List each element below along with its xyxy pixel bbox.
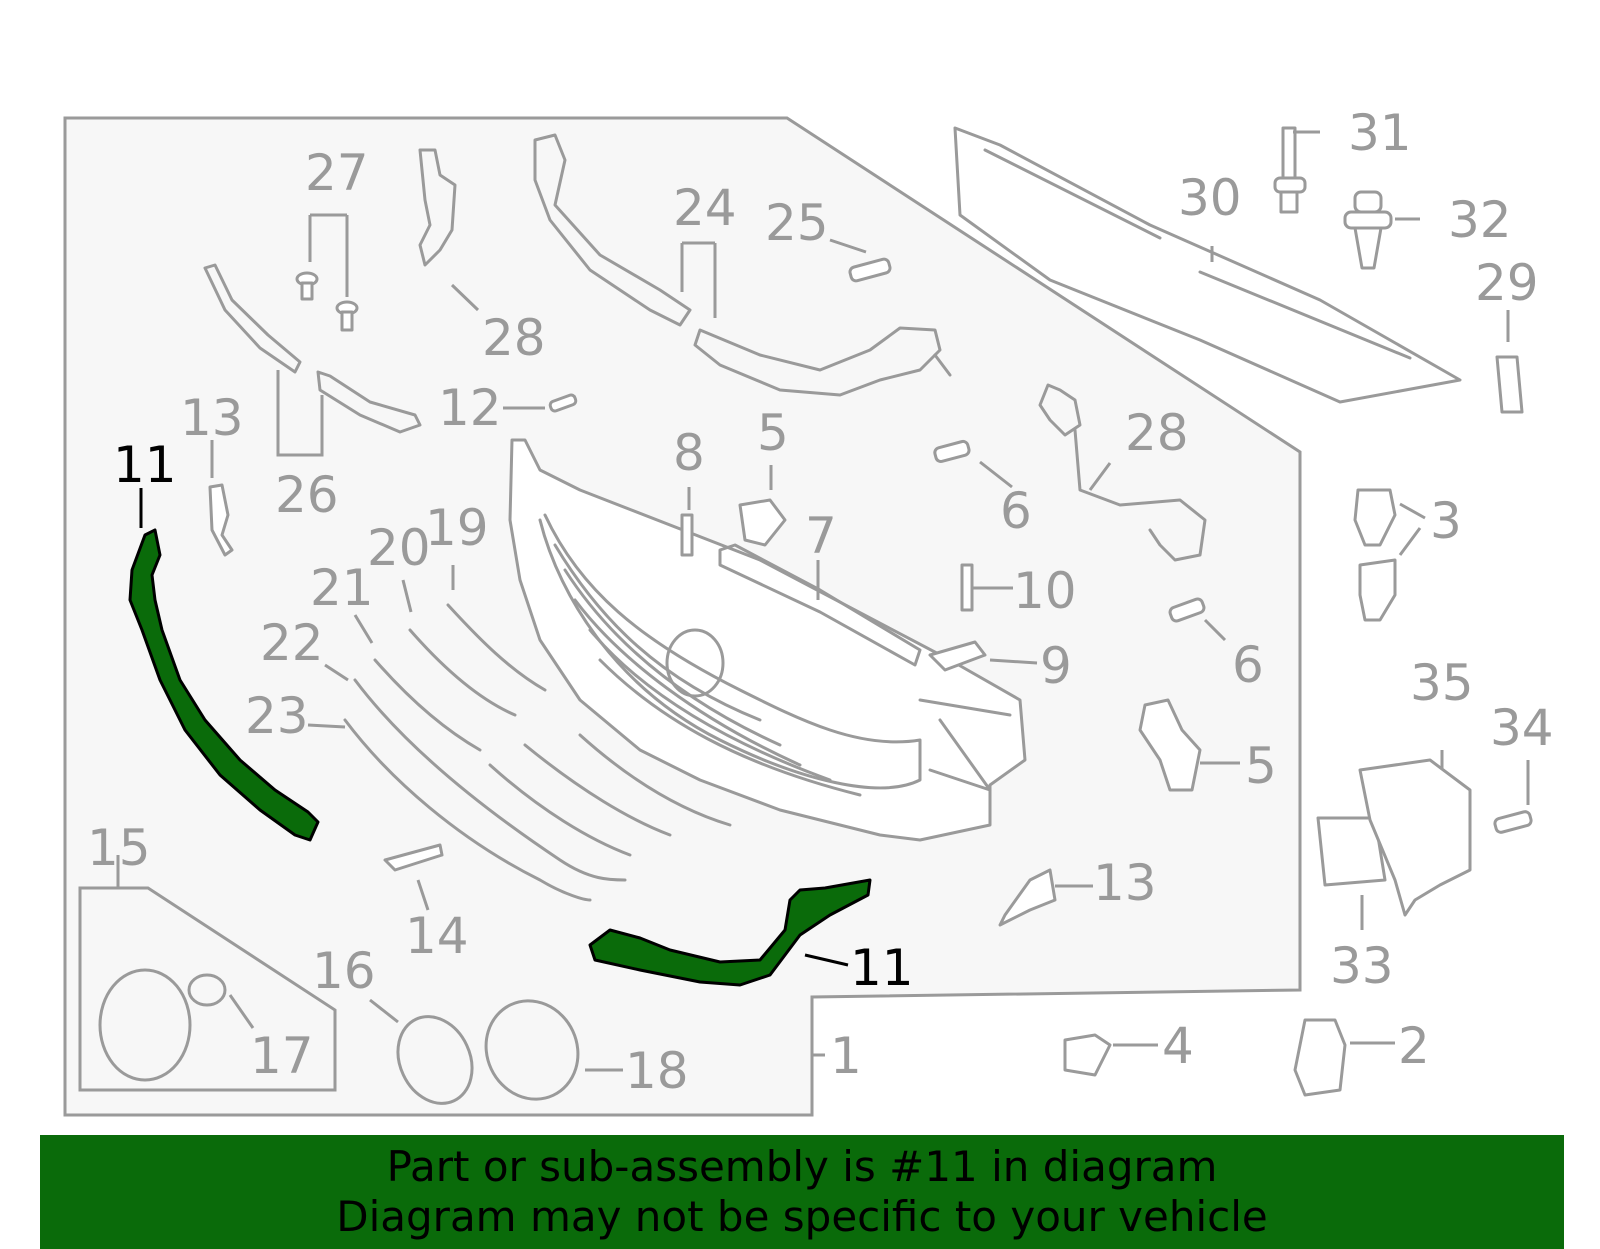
callout-24: 24 <box>673 179 737 237</box>
banner-line-1: Part or sub-assembly is #11 in diagram <box>386 1142 1218 1191</box>
callout-20: 20 <box>367 519 431 577</box>
callout-3: 3 <box>1430 492 1462 550</box>
grille-strip-part <box>718 543 922 667</box>
info-banner: Part or sub-assembly is #11 in diagram D… <box>40 1135 1564 1249</box>
leader-lines <box>116 130 1530 1072</box>
callout-12: 12 <box>438 379 502 437</box>
callout-4: 4 <box>1162 1017 1194 1075</box>
harness-bracket-part <box>1038 383 1207 562</box>
callout-10: 10 <box>1013 562 1077 620</box>
callout-16: 16 <box>312 942 376 1000</box>
callout-13-left: 13 <box>180 389 244 447</box>
callout-26: 26 <box>275 466 339 524</box>
callout-5-upper: 5 <box>757 404 789 462</box>
side-bracket-part <box>203 263 422 434</box>
callout-9: 9 <box>1040 637 1072 695</box>
callout-8: 8 <box>673 424 705 482</box>
callout-31: 31 <box>1348 104 1412 162</box>
banner-line-2: Diagram may not be specific to your vehi… <box>336 1192 1268 1241</box>
radiator-grille-part <box>508 438 1027 842</box>
pin-fastener-part <box>1273 126 1307 214</box>
callout-15: 15 <box>87 819 151 877</box>
callout-11-right: 11 <box>850 939 914 997</box>
callout-5-lower: 5 <box>1245 737 1277 795</box>
upper-bracket-part <box>533 133 952 397</box>
callout-35: 35 <box>1410 654 1474 712</box>
small-fasteners-part <box>208 257 1533 1097</box>
callout-6-upper: 6 <box>1000 482 1032 540</box>
emblem-parts <box>98 968 580 1105</box>
highlighted-part-11 <box>128 528 872 987</box>
callout-34: 34 <box>1490 699 1554 757</box>
callout-labels: 1 2 3 4 5 5 6 6 7 8 9 10 11 11 12 13 13 … <box>87 104 1554 1100</box>
pad-part <box>1495 355 1524 414</box>
push-clip-part <box>1343 190 1393 270</box>
emblem-subpanel <box>78 886 337 1092</box>
callout-17: 17 <box>250 1027 314 1085</box>
callout-27: 27 <box>305 144 369 202</box>
callout-22: 22 <box>260 614 324 672</box>
callout-11-left: 11 <box>113 436 177 494</box>
callout-13-right: 13 <box>1093 854 1157 912</box>
callout-33: 33 <box>1330 937 1394 995</box>
callout-28-right: 28 <box>1125 404 1189 462</box>
callout-29: 29 <box>1475 254 1539 312</box>
callout-2: 2 <box>1398 1017 1430 1075</box>
callout-23: 23 <box>245 687 309 745</box>
callout-18: 18 <box>625 1042 689 1100</box>
callout-25: 25 <box>765 194 829 252</box>
molding-strips-part <box>343 603 732 902</box>
sensor-bracket-part <box>418 148 457 267</box>
callout-21: 21 <box>310 559 374 617</box>
callout-28-upper: 28 <box>482 309 546 367</box>
upper-shroud-part <box>953 126 1462 404</box>
callout-32: 32 <box>1448 191 1512 249</box>
screw-part-27 <box>295 271 359 332</box>
callout-30: 30 <box>1178 169 1242 227</box>
callout-19: 19 <box>425 499 489 557</box>
callout-14: 14 <box>405 907 469 965</box>
callout-1: 1 <box>830 1027 862 1085</box>
callout-7: 7 <box>805 507 837 565</box>
callout-6-lower: 6 <box>1232 636 1264 694</box>
